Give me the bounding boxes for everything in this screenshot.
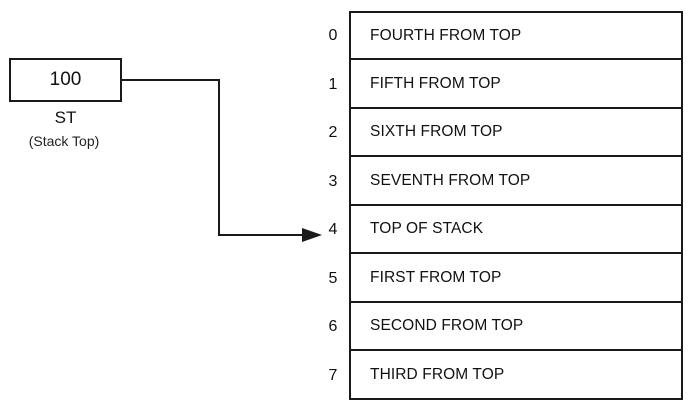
stack-top-register-box: 100 bbox=[9, 58, 122, 102]
stack-top-register-description: (Stack Top) bbox=[28, 133, 100, 149]
stack-row-label: FOURTH FROM TOP bbox=[370, 26, 522, 44]
stack-row-index: 2 bbox=[328, 123, 338, 141]
stack-row-index: 4 bbox=[328, 220, 338, 238]
stack-pointer-arrowhead bbox=[302, 228, 322, 242]
stack-top-register-value: 100 bbox=[49, 69, 82, 90]
stack-row: THIRD FROM TOP bbox=[349, 351, 683, 400]
stack-row-label: SIXTH FROM TOP bbox=[370, 122, 503, 140]
stack-row-label: TOP OF STACK bbox=[370, 219, 484, 237]
stack-row: SIXTH FROM TOP bbox=[349, 108, 683, 157]
stack-row: TOP OF STACK bbox=[349, 205, 683, 254]
stack-pointer-arrow-line bbox=[122, 79, 304, 236]
stack-row-label: FIFTH FROM TOP bbox=[370, 74, 501, 92]
stack-row: SEVENTH FROM TOP bbox=[349, 157, 683, 206]
stack-row: FIFTH FROM TOP bbox=[349, 60, 683, 109]
stack-row-label: SECOND FROM TOP bbox=[370, 316, 524, 334]
stack-register-file: FOURTH FROM TOP FIFTH FROM TOP SIXTH FROM … bbox=[349, 11, 683, 400]
stack-row-index: 5 bbox=[328, 269, 338, 287]
stack-row-index: 1 bbox=[328, 75, 338, 93]
stack-row-label: THIRD FROM TOP bbox=[370, 365, 505, 383]
stack-row-index: 7 bbox=[328, 366, 338, 384]
stack-row-label: FIRST FROM TOP bbox=[370, 268, 502, 286]
stack-row-label: SEVENTH FROM TOP bbox=[370, 171, 531, 189]
stack-row-index: 6 bbox=[328, 317, 338, 335]
stack-row-index: 3 bbox=[328, 172, 338, 190]
stack-row-index: 0 bbox=[328, 26, 338, 44]
stack-top-register-name: ST bbox=[54, 108, 77, 127]
stack-row: SECOND FROM TOP bbox=[349, 302, 683, 351]
stack-row: FOURTH FROM TOP bbox=[349, 11, 683, 60]
stack-row: FIRST FROM TOP bbox=[349, 254, 683, 303]
